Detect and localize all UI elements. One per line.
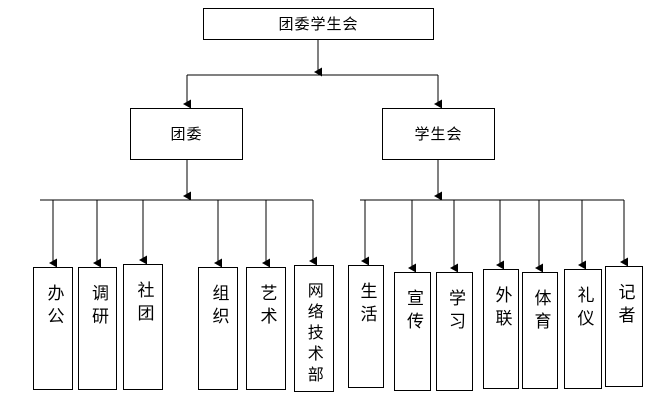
node-tiyu-label: 体育	[530, 289, 551, 335]
node-xuanchuan-label: 宣传	[402, 289, 423, 335]
node-liyi[interactable]: 礼仪	[564, 269, 602, 389]
node-wangluo-jishu-bu-label: 网络技术部	[304, 282, 324, 387]
node-bangong[interactable]: 办公	[33, 267, 73, 390]
node-yishu[interactable]: 艺术	[246, 267, 286, 390]
node-shetuan[interactable]: 社团	[123, 264, 163, 390]
node-yishu-label: 艺术	[256, 284, 277, 330]
node-shenghuo[interactable]: 生活	[348, 265, 384, 388]
node-xueshenghui-label: 学生会	[414, 124, 463, 143]
node-xuanchuan[interactable]: 宣传	[394, 272, 431, 391]
node-shetuan-label: 社团	[133, 281, 154, 327]
node-tuanwei-label: 团委	[170, 124, 203, 143]
node-root-label: 团委学生会	[278, 14, 359, 33]
node-root[interactable]: 团委学生会	[203, 8, 434, 40]
node-wailian-label: 外联	[491, 286, 512, 332]
node-xuexi[interactable]: 学习	[436, 272, 473, 391]
node-wailian[interactable]: 外联	[483, 269, 519, 389]
node-jizhe-label: 记者	[614, 283, 635, 329]
node-liyi-label: 礼仪	[573, 286, 594, 332]
node-bangong-label: 办公	[43, 284, 64, 330]
node-jizhe[interactable]: 记者	[605, 266, 643, 387]
node-tiyu[interactable]: 体育	[522, 272, 558, 389]
node-zuzhi[interactable]: 组织	[198, 267, 238, 390]
node-shenghuo-label: 生活	[356, 282, 377, 328]
node-diaoyan[interactable]: 调研	[78, 267, 117, 390]
node-tuanwei[interactable]: 团委	[130, 108, 243, 160]
node-xueshenghui[interactable]: 学生会	[382, 108, 495, 160]
node-diaoyan-label: 调研	[87, 284, 108, 330]
node-wangluo-jishu-bu[interactable]: 网络技术部	[294, 265, 334, 392]
node-xuexi-label: 学习	[444, 289, 465, 335]
node-zuzhi-label: 组织	[208, 284, 229, 330]
